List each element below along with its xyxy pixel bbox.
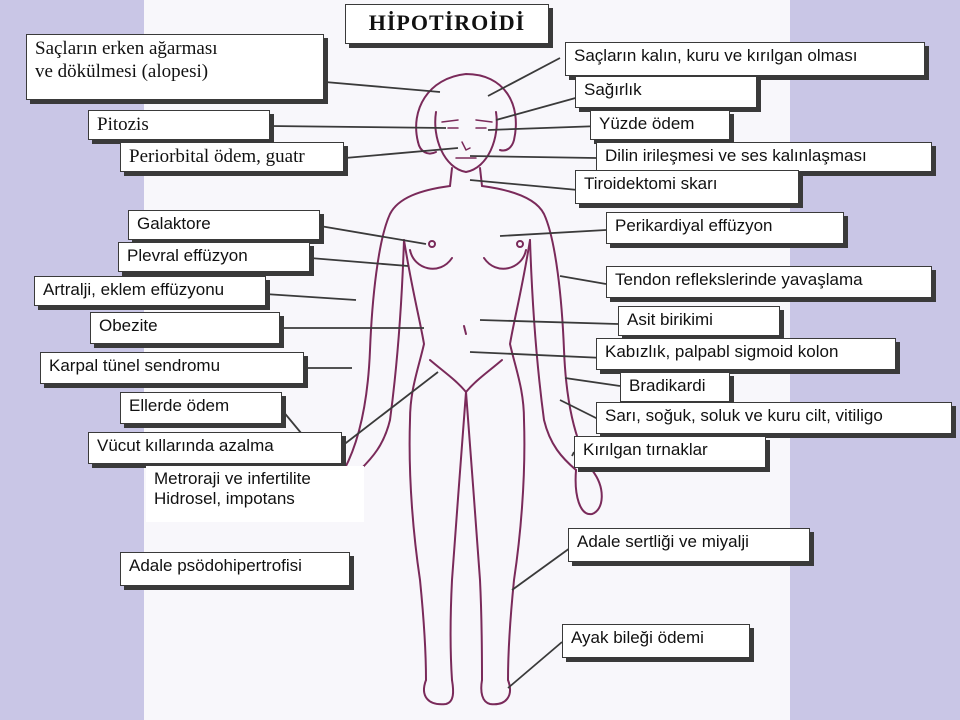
label-bradikardi: Bradikardi — [620, 372, 730, 402]
label-line: ve dökülmesi (alopesi) — [35, 60, 209, 82]
label-kabizlik: Kabızlık, palpabl sigmoid kolon — [596, 338, 896, 370]
hair-outline — [415, 73, 517, 152]
label-line: Sarı, soğuk, soluk ve kuru cilt, vitilig… — [605, 406, 883, 425]
label-line: Saçların kalın, kuru ve kırılgan olması — [574, 46, 858, 65]
label-metroraji: Metroraji ve infertilite Hidrosel, impot… — [146, 466, 364, 522]
label-artralji: Artralji, eklem effüzyonu — [34, 276, 266, 306]
label-line: Metroraji ve infertilite — [154, 469, 311, 488]
breasts — [409, 249, 527, 270]
label-ellerde: Ellerde ödem — [120, 392, 282, 424]
label-line: Dilin irileşmesi ve ses kalınlaşması — [605, 146, 867, 165]
label-line: Adale psödohipertrofisi — [129, 556, 302, 575]
neck-outline — [449, 167, 483, 187]
label-line: Bradikardi — [629, 376, 706, 395]
label-line: Vücut kıllarında azalma — [97, 436, 274, 455]
label-line: Saçların erken ağarması — [35, 38, 218, 59]
label-karpal: Karpal tünel sendromu — [40, 352, 304, 384]
label-line: Obezite — [99, 316, 158, 335]
label-line: Adale sertliği ve miyalji — [577, 532, 749, 551]
label-line: Pitozis — [97, 114, 149, 135]
legs-outline — [408, 419, 427, 681]
label-line: Plevral effüzyon — [127, 246, 248, 265]
label-periorbital: Periorbital ödem, guatr — [120, 142, 344, 172]
label-line: Kırılgan tırnaklar — [583, 440, 708, 459]
label-line: Tiroidektomi skarı — [584, 174, 718, 193]
label-line: Ellerde ödem — [129, 396, 230, 415]
label-line: Ayak bileği ödemi — [571, 628, 704, 647]
label-kil: Vücut kıllarında azalma — [88, 432, 342, 464]
label-cilt: Sarı, soğuk, soluk ve kuru cilt, vitilig… — [596, 402, 952, 434]
label-dil: Dilin irileşmesi ve ses kalınlaşması — [596, 142, 932, 172]
label-adale-psodohipertrofisi: Adale psödohipertrofisi — [120, 552, 350, 586]
label-line: Periorbital ödem, guatr — [129, 146, 305, 167]
label-line: Galaktore — [137, 214, 211, 233]
label-sagirlik: Sağırlık — [575, 76, 757, 108]
label-plevral: Plevral effüzyon — [118, 242, 310, 272]
label-alopesi: Saçların erken ağarması ve dökülmesi (al… — [26, 34, 324, 100]
label-line: Karpal tünel sendromu — [49, 356, 221, 375]
label-tiroidektomi: Tiroidektomi skarı — [575, 170, 799, 204]
label-tirnak: Kırılgan tırnaklar — [574, 436, 766, 468]
torso-outline — [343, 185, 451, 471]
label-sac: Saçların kalın, kuru ve kırılgan olması — [565, 42, 925, 76]
label-line: Hidrosel, impotans — [154, 489, 295, 509]
label-line: Artralji, eklem effüzyonu — [43, 280, 225, 299]
label-line: Kabızlık, palpabl sigmoid kolon — [605, 342, 839, 361]
label-line: Sağırlık — [584, 80, 642, 99]
face-outline — [434, 111, 498, 173]
label-perikardiyal: Perikardiyal effüzyon — [606, 212, 844, 244]
label-obezite: Obezite — [90, 312, 280, 344]
pelvis-outline — [429, 359, 503, 393]
label-adale-sertligi: Adale sertliği ve miyalji — [568, 528, 810, 562]
page-title: HİPOTİROİDİ — [345, 4, 549, 44]
label-ayak-bilegi: Ayak bileği ödemi — [562, 624, 750, 658]
label-pitozis: Pitozis — [88, 110, 270, 140]
label-yuzde-odem: Yüzde ödem — [590, 110, 730, 140]
label-galaktore: Galaktore — [128, 210, 320, 240]
label-line: Yüzde ödem — [599, 114, 695, 133]
label-asit: Asit birikimi — [618, 306, 780, 336]
label-tendon: Tendon reflekslerinde yavaşlama — [606, 266, 932, 298]
label-line: Perikardiyal effüzyon — [615, 216, 773, 235]
label-line: Asit birikimi — [627, 310, 713, 329]
right-hand — [574, 469, 603, 516]
label-line: Tendon reflekslerinde yavaşlama — [615, 270, 863, 289]
